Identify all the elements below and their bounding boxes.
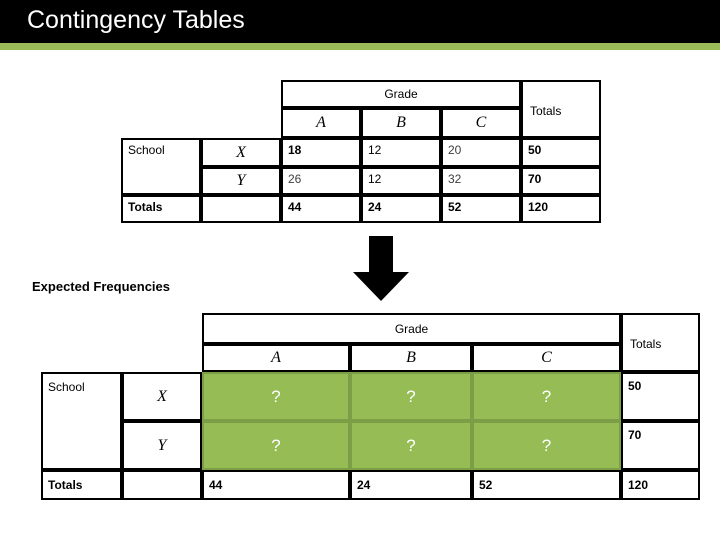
expected-cell-x-c[interactable]: ?: [472, 372, 621, 421]
expected-cell-y-b[interactable]: ?: [350, 421, 472, 470]
observed-total-x: 50: [521, 138, 601, 167]
page-title: Contingency Tables: [27, 6, 245, 34]
observed-row-group-school: School: [121, 138, 201, 195]
observed-grade-group-header: Grade: [281, 80, 521, 108]
expected-col-header-c: C: [472, 344, 621, 372]
expected-cell-y-c[interactable]: ?: [472, 421, 621, 470]
expected-row-label-x: X: [122, 372, 202, 421]
observed-totals-row-label: Totals: [121, 195, 201, 223]
observed-col-total-c: 52: [441, 195, 521, 223]
observed-col-total-b: 24: [361, 195, 441, 223]
expected-row-group-school: School: [41, 372, 122, 470]
observed-cell-y-b: 12: [361, 167, 441, 195]
expected-row-label-y: Y: [122, 421, 202, 470]
expected-col-total-a: 44: [202, 470, 350, 500]
observed-cell-y-c: 32: [441, 167, 521, 195]
observed-grand-total: 120: [521, 195, 601, 223]
observed-total-y: 70: [521, 167, 601, 195]
header-accent-stripe: [0, 43, 720, 50]
expected-totals-header: Totals: [621, 313, 700, 372]
expected-total-y: 70: [621, 421, 700, 470]
observed-cell-x-c: 20: [441, 138, 521, 167]
observed-row-label-x: X: [201, 138, 281, 167]
expected-totals-row-blank: [122, 470, 202, 500]
expected-totals-row-label: Totals: [41, 470, 122, 500]
expected-col-total-b: 24: [350, 470, 472, 500]
observed-cell-x-b: 12: [361, 138, 441, 167]
expected-col-header-a: A: [202, 344, 350, 372]
observed-totals-row-blank: [201, 195, 281, 223]
expected-col-header-b: B: [350, 344, 472, 372]
expected-frequencies-label: Expected Frequencies: [32, 279, 170, 294]
expected-cell-x-b[interactable]: ?: [350, 372, 472, 421]
observed-col-header-a: A: [281, 108, 361, 138]
expected-col-total-c: 52: [472, 470, 621, 500]
expected-cell-y-a[interactable]: ?: [202, 421, 350, 470]
expected-total-x: 50: [621, 372, 700, 421]
observed-col-total-a: 44: [281, 195, 361, 223]
expected-grand-total: 120: [621, 470, 700, 500]
expected-cell-x-a[interactable]: ?: [202, 372, 350, 421]
observed-row-label-y: Y: [201, 167, 281, 195]
observed-col-header-c: C: [441, 108, 521, 138]
observed-col-header-b: B: [361, 108, 441, 138]
observed-cell-y-a: 26: [281, 167, 361, 195]
observed-totals-header: Totals: [521, 80, 601, 138]
header-bar: [0, 0, 720, 43]
expected-grade-group-header: Grade: [202, 313, 621, 344]
observed-cell-x-a: 18: [281, 138, 361, 167]
down-arrow-icon: [353, 236, 409, 301]
